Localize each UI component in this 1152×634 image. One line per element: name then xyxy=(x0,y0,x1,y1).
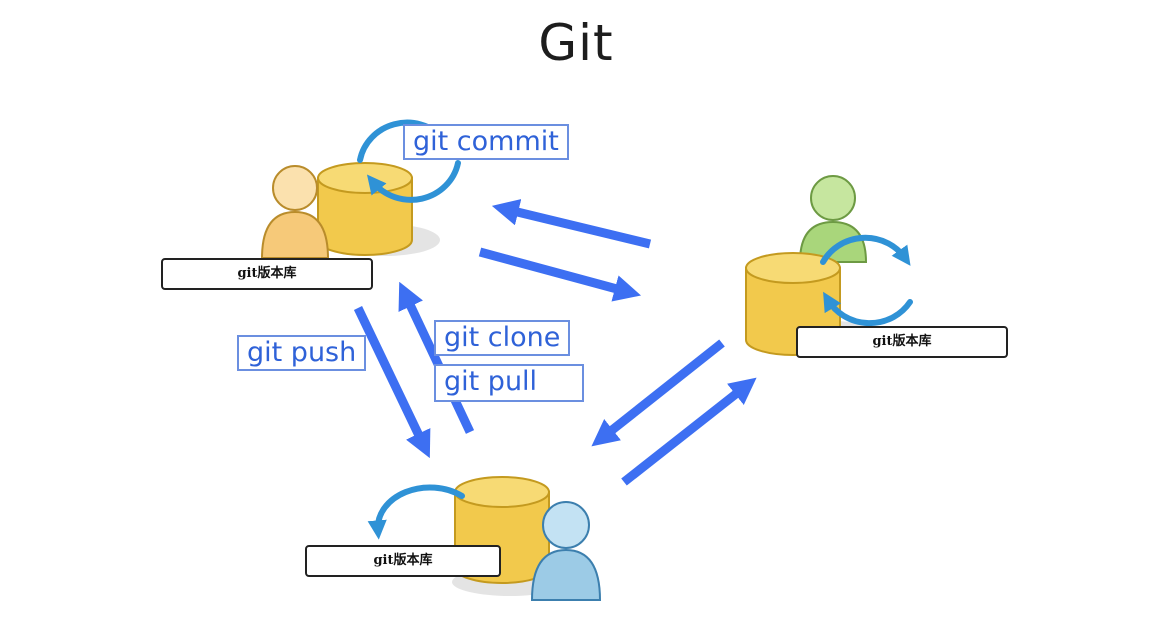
arrow-topleft-to-right xyxy=(478,247,642,302)
node-top-left xyxy=(260,119,461,259)
commit-cycle-icon xyxy=(820,234,913,327)
arrow-right-to-topleft xyxy=(491,199,652,249)
git-pull-label: git pull xyxy=(434,364,584,402)
arrow-bottom-to-right xyxy=(621,377,757,486)
node-bottom xyxy=(367,476,602,601)
commit-cycle-icon xyxy=(367,484,465,540)
user-icon xyxy=(530,501,602,601)
git-commit-label: git commit xyxy=(403,124,569,160)
git-clone-label: git clone xyxy=(434,320,571,356)
arrow-push xyxy=(353,306,431,459)
user-icon xyxy=(260,165,330,259)
repository-label-top-left: git版本库 xyxy=(161,258,373,290)
repository-label-right: git版本库 xyxy=(796,326,1008,358)
git-push-label: git push xyxy=(237,335,367,371)
user-icon xyxy=(798,175,868,263)
arrow-clone-pull xyxy=(398,281,475,434)
repository-label-bottom: git版本库 xyxy=(305,545,501,577)
sync-arrows xyxy=(353,199,757,486)
database-icon xyxy=(317,162,413,256)
arrow-right-to-bottom xyxy=(591,339,725,447)
diagram-title: Git xyxy=(538,14,614,72)
